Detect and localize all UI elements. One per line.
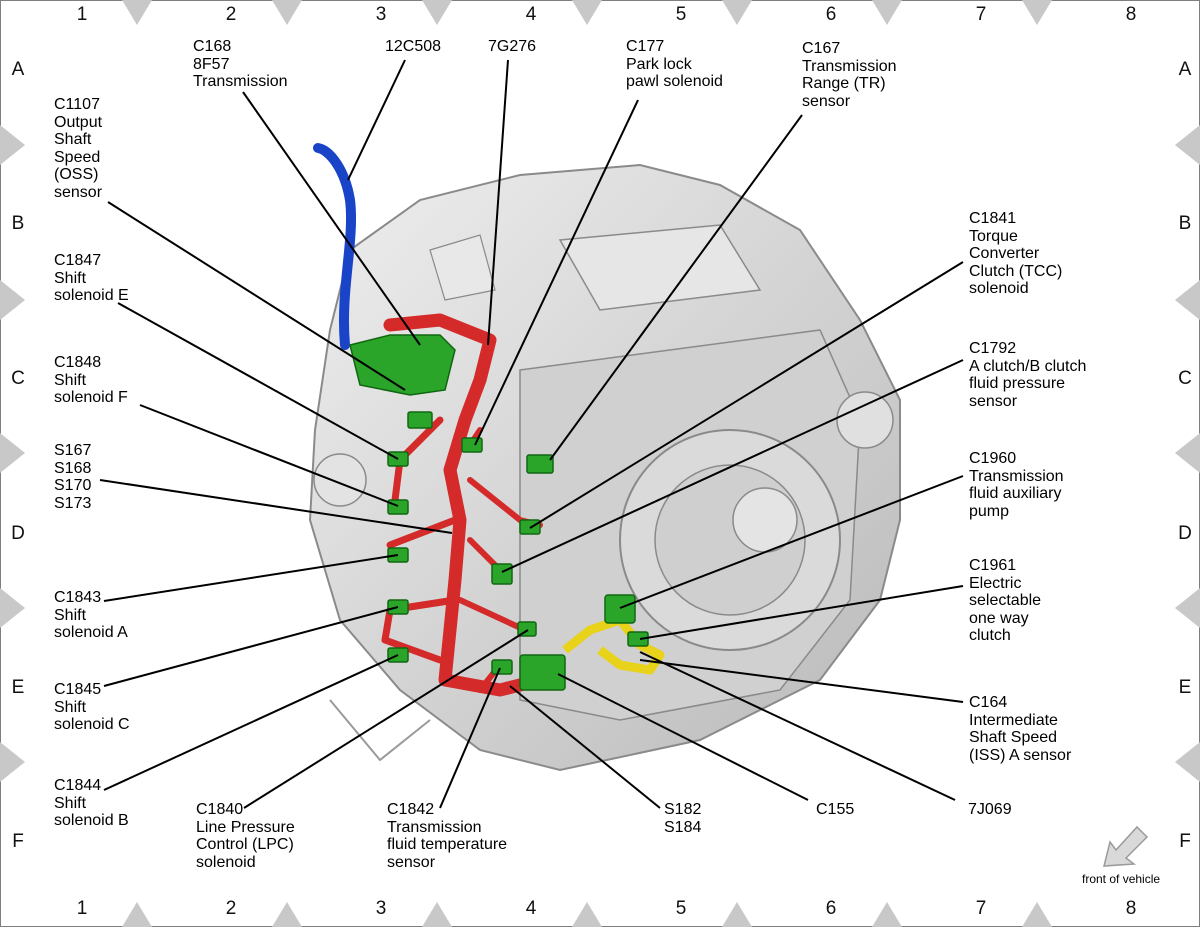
label-c1841: C1841 Torque Converter Clutch (TCC) sole… bbox=[969, 210, 1063, 298]
label-c1848: C1848 Shift solenoid F bbox=[54, 354, 128, 407]
label-7j069: 7J069 bbox=[968, 801, 1012, 818]
grid-row-label: A bbox=[1178, 59, 1192, 80]
label-c1842: C1842 Transmission fluid temperature sen… bbox=[387, 801, 508, 871]
label-c1960: C1960 Transmission fluid auxiliary pump bbox=[969, 450, 1064, 520]
grid-row-label: E bbox=[1178, 677, 1192, 698]
grid-row-label: C bbox=[1178, 368, 1192, 389]
yellow-harness bbox=[562, 615, 665, 675]
label-c177: C177 Park lock pawl solenoid bbox=[626, 38, 723, 91]
grid-row-label: D bbox=[1178, 523, 1192, 544]
label-s182-s184: S182 S184 bbox=[664, 801, 702, 836]
front-of-vehicle-label: front of vehicle bbox=[1082, 872, 1161, 886]
label-7g276: 7G276 bbox=[488, 38, 537, 55]
label-c1961: C1961 Electric selectable one way clutch bbox=[969, 557, 1042, 645]
grid-row-label: B bbox=[11, 213, 25, 234]
grid-column-label: 8 bbox=[1125, 4, 1137, 25]
grid-column-label: 8 bbox=[1125, 898, 1137, 919]
grid-row-label: C bbox=[11, 368, 25, 389]
grid-column-label: 5 bbox=[675, 4, 687, 25]
grid-column-label: 1 bbox=[76, 4, 88, 25]
grid-column-label: 6 bbox=[825, 898, 837, 919]
label-12c508: 12C508 bbox=[385, 38, 442, 55]
label-c1843: C1843 Shift solenoid A bbox=[54, 589, 128, 642]
label-c167: C167 Transmission Range (TR) sensor bbox=[802, 40, 897, 110]
grid-row-label: F bbox=[1179, 831, 1191, 852]
grid-column-label: 2 bbox=[225, 4, 237, 25]
grid-row-label: A bbox=[11, 59, 25, 80]
grid-row-label: B bbox=[1178, 213, 1192, 234]
grid-column-label: 3 bbox=[375, 898, 387, 919]
label-c155: C155 bbox=[816, 801, 855, 818]
grid-column-label: 4 bbox=[525, 898, 537, 919]
grid-column-label: 2 bbox=[225, 898, 237, 919]
grid-column-label: 6 bbox=[825, 4, 837, 25]
label-c168: C168 8F57 Transmission bbox=[193, 38, 288, 91]
grid-column-label: 3 bbox=[375, 4, 387, 25]
grid-row-label: D bbox=[11, 523, 25, 544]
label-c1845: C1845 Shift solenoid C bbox=[54, 681, 130, 734]
grid-row-label: F bbox=[12, 831, 24, 852]
label-c1847: C1847 Shift solenoid E bbox=[54, 252, 129, 305]
grid-row-label: E bbox=[11, 677, 25, 698]
grid-column-label: 5 bbox=[675, 898, 687, 919]
label-c1792: C1792 A clutch/B clutch fluid pressure s… bbox=[969, 340, 1087, 410]
connectors bbox=[349, 334, 649, 691]
grid-column-label: 4 bbox=[525, 4, 537, 25]
grid-column-label: 7 bbox=[975, 4, 987, 25]
label-c1840: C1840 Line Pressure Control (LPC) soleno… bbox=[196, 801, 295, 871]
label-s167-s173: S167 S168 S170 S173 bbox=[54, 442, 92, 512]
grid-column-label: 7 bbox=[975, 898, 987, 919]
grid-column-label: 1 bbox=[76, 898, 88, 919]
label-c1844: C1844 Shift solenoid B bbox=[54, 777, 129, 830]
blue-harness bbox=[313, 143, 357, 350]
label-c164: C164 Intermediate Shaft Speed (ISS) A se… bbox=[969, 694, 1072, 764]
label-c1107: C1107 Output Shaft Speed (OSS) sensor bbox=[54, 96, 103, 201]
